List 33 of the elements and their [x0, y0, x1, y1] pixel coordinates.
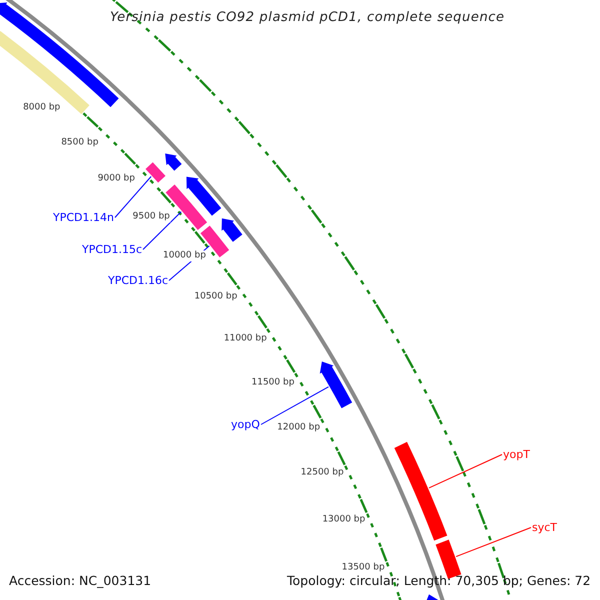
- gene-block: [222, 218, 242, 242]
- leader-line: [114, 176, 152, 218]
- scale-label: 8500 bp: [60, 137, 100, 148]
- gene-label: YPCD1.15c: [82, 244, 142, 255]
- gene-block: [320, 361, 352, 408]
- leader-line: [428, 454, 502, 488]
- scale-label: 9000 bp: [96, 174, 136, 185]
- scale-label: 11000 bp: [222, 334, 268, 345]
- gene-label: YPCD1.14n: [53, 212, 114, 223]
- gene-block: [165, 153, 182, 171]
- gene-block: [0, 31, 90, 114]
- footer-text: Accession: NC_003131: [9, 575, 152, 588]
- gene-block: [186, 176, 222, 216]
- scale-label: 13500 bp: [340, 562, 386, 574]
- gene-label: sycT: [532, 522, 558, 533]
- gene-label: yopQ: [231, 419, 260, 430]
- leader-line: [142, 211, 182, 250]
- scale-label: 13000 bp: [321, 514, 366, 526]
- scale-label: 9500 bp: [132, 211, 171, 222]
- scale-label: 12000 bp: [276, 422, 322, 434]
- scale-label: 11500 bp: [250, 377, 296, 388]
- scale-label: 10000 bp: [162, 250, 207, 262]
- gene-label: YPCD1.16c: [108, 275, 168, 286]
- gene-block: [394, 442, 448, 541]
- leader-line: [260, 386, 330, 425]
- scale-label: 10500 bp: [193, 292, 238, 303]
- gene-label: yopT: [503, 449, 530, 460]
- footer-text: Topology: circular; Length: 70,305 bp; Genes: 72: [287, 575, 591, 588]
- title: Yersinia pestis CO92 plasmid pCD1, complete sequence: [110, 11, 505, 24]
- gene-block: [146, 162, 166, 183]
- leader-line: [456, 527, 532, 558]
- scale-label: 12500 bp: [300, 468, 345, 479]
- scale-label: 8000 bp: [22, 102, 62, 114]
